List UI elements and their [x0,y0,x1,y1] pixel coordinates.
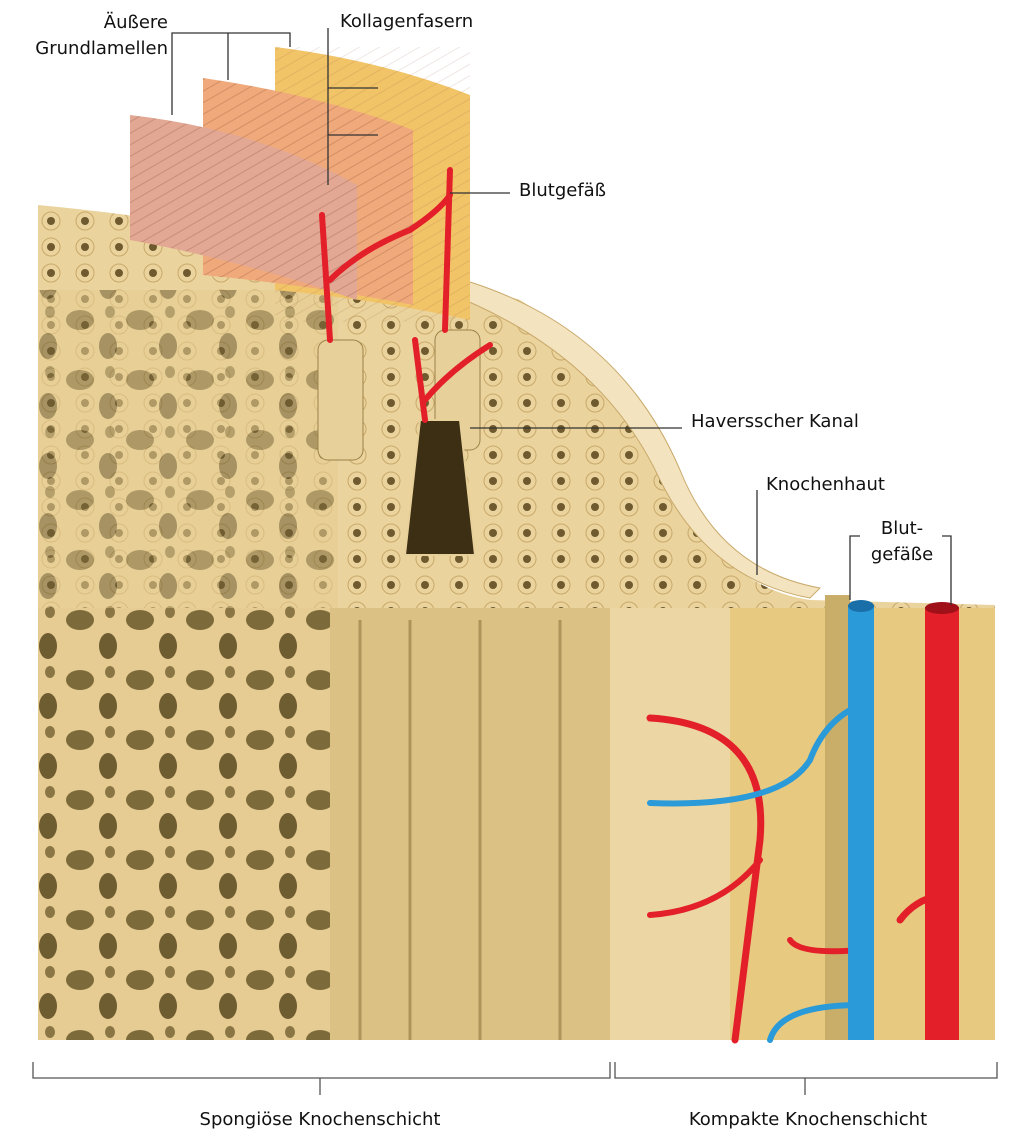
periosteum-front [610,608,730,1040]
leader-lines [171,28,952,605]
label-haversian-canal: Haversscher Kanal [691,411,859,432]
label-collagen-fibers: Kollagenfasern [340,11,474,32]
label-blood-vessels-line1: Blut- [880,518,924,539]
spongy-bone-top [38,290,338,610]
label-periosteum: Knochenhaut [766,474,885,495]
lamella-blood-vessels [319,167,493,423]
label-spongy-layer: Spongiöse Knochenschicht [199,1109,441,1130]
label-outer-lamellae-line2: Grundlamellen [35,38,168,59]
label-outer-lamellae: Äußere Grundlamellen [0,10,168,62]
periosteum-band [438,281,822,599]
label-blood-vessels-line2: gefäße [870,544,934,565]
compact-bone-front [330,608,610,1040]
layer-brackets [32,1062,998,1095]
label-blood-vessel: Blutgefäß [519,180,607,201]
vein [848,605,874,1040]
artery [925,607,959,1040]
label-blood-vessels: Blut- gefäße [862,516,942,568]
label-compact-layer: Kompakte Knochenschicht [688,1109,928,1130]
label-outer-lamellae-line1: Äußere [103,12,168,33]
